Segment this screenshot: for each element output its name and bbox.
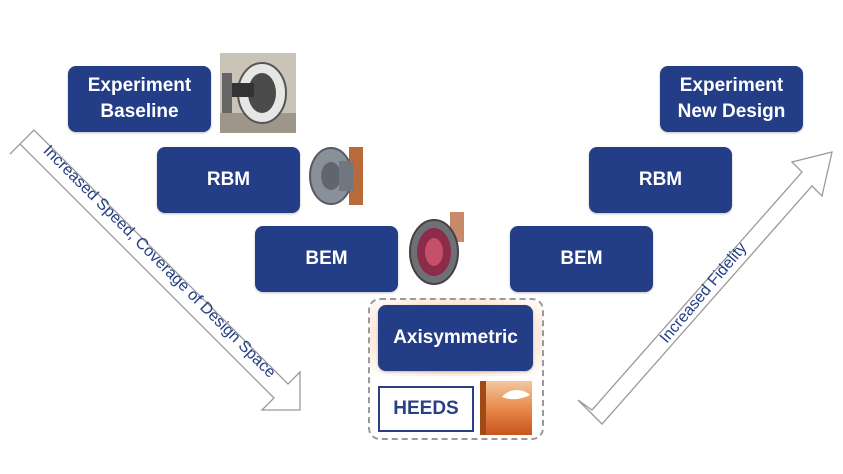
- rbm-wheel-model-image: [305, 143, 365, 209]
- experiment-baseline-line1: Experiment: [87, 75, 192, 96]
- heeds-label: HEEDS: [393, 398, 459, 419]
- center-dashed-group: [368, 298, 544, 440]
- axisymmetric-label: Axisymmetric: [393, 327, 518, 348]
- left-arrow-shape: [9, 129, 301, 411]
- axisymmetric-contour-image: [480, 381, 532, 435]
- experiment-new-design-line2: New Design: [677, 101, 786, 122]
- wheel-test-rig-photo: [220, 53, 296, 133]
- right-bem-label: BEM: [560, 248, 603, 269]
- left-rbm-box: RBM: [157, 147, 300, 213]
- heeds-box: HEEDS: [378, 386, 474, 432]
- right-arrow-shape: [577, 151, 833, 425]
- left-bem-label: BEM: [305, 248, 348, 269]
- right-rbm-label: RBM: [638, 169, 683, 190]
- experiment-new-design-line1: Experiment: [679, 75, 784, 96]
- right-bem-box: BEM: [510, 226, 653, 292]
- left-bem-box: BEM: [255, 226, 398, 292]
- right-arrow-label: Increased Fidelity: [657, 240, 751, 347]
- experiment-baseline-line2: Baseline: [100, 101, 179, 122]
- bem-wheel-model-image: [404, 210, 468, 286]
- left-rbm-label: RBM: [206, 169, 251, 190]
- axisymmetric-box: Axisymmetric: [378, 305, 533, 371]
- experiment-baseline-box: Experiment Baseline: [68, 66, 211, 132]
- right-rbm-box: RBM: [589, 147, 732, 213]
- experiment-new-design-box: Experiment New Design: [660, 66, 803, 132]
